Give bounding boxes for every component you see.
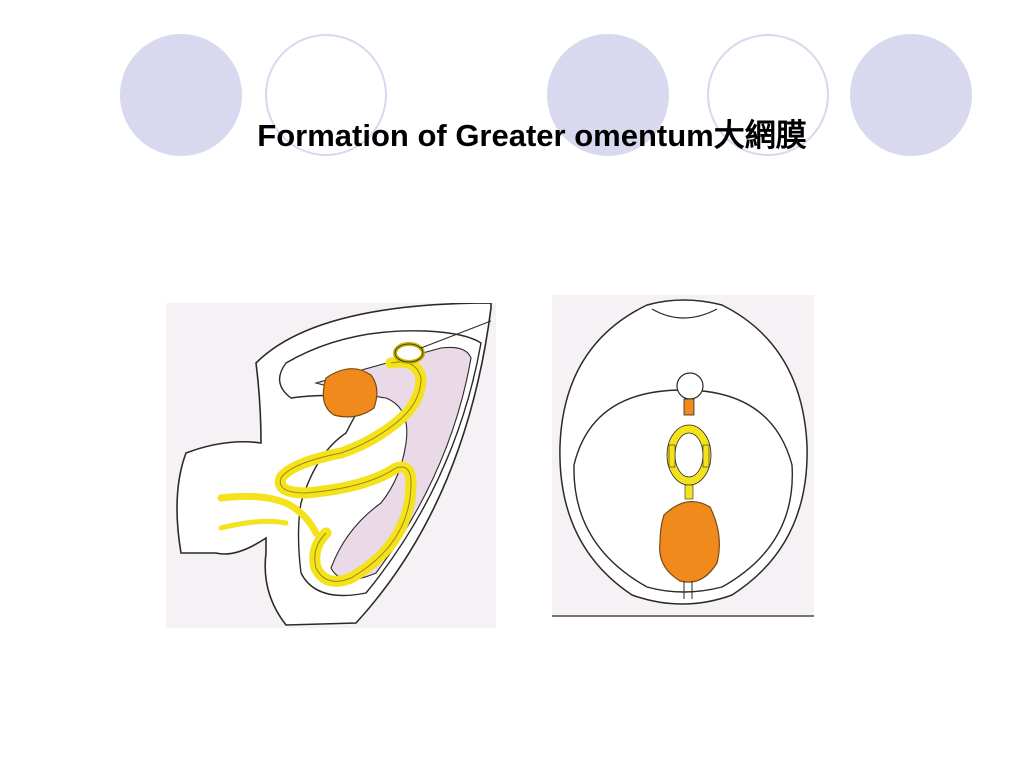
sagittal-embryo-figure — [166, 303, 496, 628]
transverse-section-figure — [552, 295, 814, 617]
decor-circle-1 — [120, 34, 242, 156]
sagittal-embryo-illustration — [166, 303, 496, 628]
transverse-section-illustration — [552, 295, 814, 617]
decor-circle-2 — [265, 34, 387, 156]
decor-circle-5 — [850, 34, 972, 156]
slide-title: Formation of Greater omentum大網膜 — [257, 118, 807, 153]
decor-circle-4 — [707, 34, 829, 156]
decor-circle-3 — [547, 34, 669, 156]
